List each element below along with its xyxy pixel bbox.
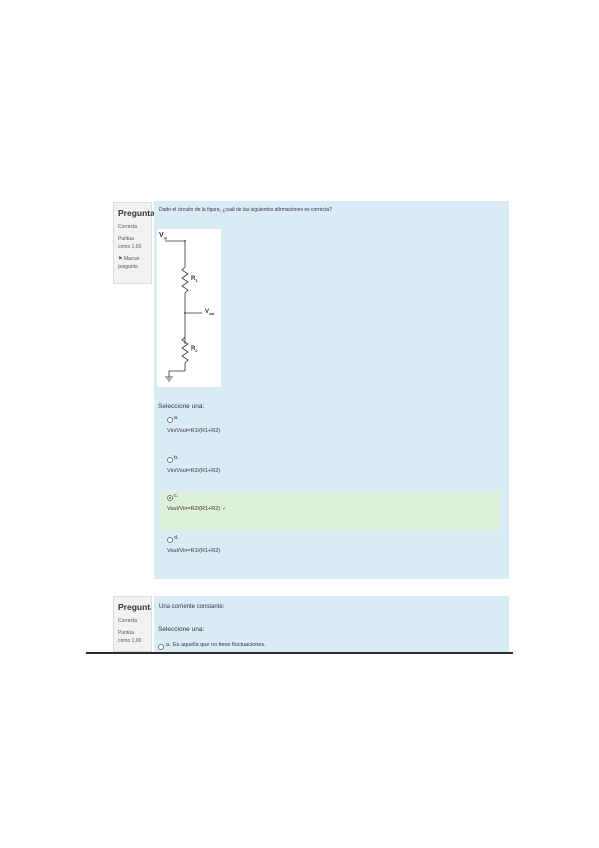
option-c[interactable]: c. Vout/Vin=R2/(R1+R2)✓	[160, 492, 500, 530]
option-letter: b.	[174, 455, 179, 461]
question-4-status: Correcta	[118, 618, 138, 624]
correct-check-icon: ✓	[222, 506, 227, 512]
option-formula: Vin/Vout=R1/(R1+R2)	[167, 428, 221, 434]
circuit-figure: Vin R1 Vout R2	[157, 229, 221, 387]
flag-icon: ⚑	[118, 256, 123, 262]
option-letter: a.	[174, 415, 179, 421]
vin-label: Vin	[159, 232, 168, 241]
question-3-prompt: Seleccione una:	[158, 403, 205, 410]
question-3-info: Pregunta 3 Correcta Puntúa como 1,00 ⚑ M…	[113, 202, 163, 284]
question-4-score: Puntúa como 1,00	[118, 630, 142, 644]
question-4-number: Pregunta 4	[118, 602, 152, 612]
option-d[interactable]: d. Vout/Vin=R1/(R1+R2)	[160, 534, 500, 572]
question-3-score: Puntúa como 1,00	[118, 236, 142, 250]
option-formula: Vout/Vin=R1/(R1+R2)	[167, 548, 221, 554]
option-a[interactable]: a. Vin/Vout=R1/(R1+R2)	[160, 414, 500, 452]
circuit-diagram	[165, 240, 202, 382]
option-letter: a.	[166, 642, 171, 648]
radio-button-selected[interactable]	[167, 495, 173, 501]
question-3-number: Pregunta 3	[118, 207, 163, 219]
question-4-text: Una corriente constante:	[159, 604, 225, 610]
q4-option-a[interactable]: a. Es aquella que no tiene fluctuaciones…	[158, 642, 358, 651]
r1-label: R1	[191, 276, 198, 284]
r2-label: R2	[191, 346, 198, 354]
question-4-info: Pregunta 4 Correcta Puntúa como 1,00	[113, 596, 152, 652]
radio-button[interactable]	[158, 644, 164, 650]
option-formula: Vout/Vin=R2/(R1+R2)✓	[167, 506, 227, 512]
flag-question-link[interactable]: ⚑ Marcar pregunta	[118, 256, 140, 270]
vout-label: Vout	[205, 309, 215, 317]
radio-button[interactable]	[167, 537, 173, 543]
question-4-content	[154, 596, 509, 652]
option-formula: Vin/Vout=R2/(R1+R2)	[167, 468, 221, 474]
question-3-text: Dado el circuito de la figura, ¿cuál de …	[159, 207, 332, 213]
radio-button[interactable]	[167, 457, 173, 463]
question-3-status: Correcta	[118, 224, 138, 230]
option-b[interactable]: b. Vin/Vout=R2/(R1+R2)	[160, 454, 500, 492]
page-cut-line	[86, 652, 513, 654]
option-text: Es aquella que no tiene fluctuaciones.	[173, 642, 266, 648]
option-letter: d.	[174, 535, 179, 541]
option-letter: c.	[174, 493, 179, 499]
radio-button[interactable]	[167, 417, 173, 423]
question-4-prompt: Seleccione una:	[158, 626, 205, 633]
